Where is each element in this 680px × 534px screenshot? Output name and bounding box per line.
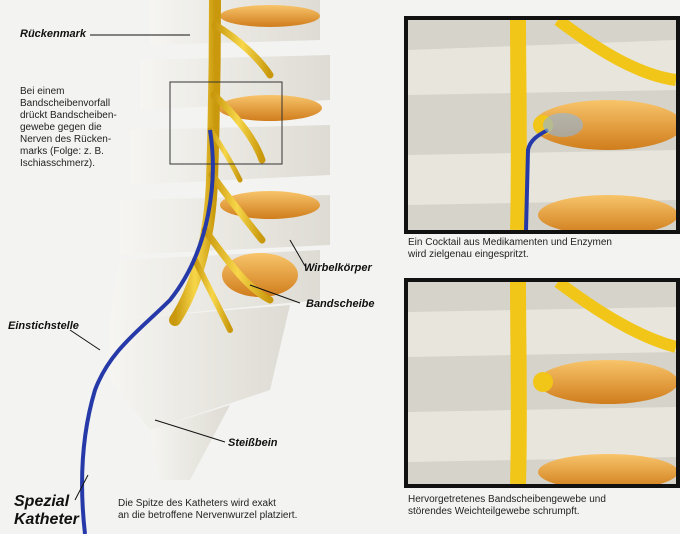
caption-line: Hervorgetretenes Bandscheibengewebe und (408, 494, 606, 506)
katheter-line1: Spezial (14, 493, 79, 511)
label-bandscheibe: Bandscheibe (306, 298, 374, 310)
detail-panel-top (404, 16, 680, 234)
caption-line: wird zielgenau eingespritzt. (408, 249, 612, 261)
label-wirbelkoerper: Wirbelkörper (304, 262, 372, 274)
callout-line: marks (Folge: z. B. (20, 146, 117, 158)
detail-panel-bottom (404, 278, 680, 488)
caption-line: an die betroffene Nervenwurzel platziert… (118, 510, 297, 522)
caption-line: störendes Weichteilgewebe schrumpft. (408, 506, 606, 518)
callout-text: Bei einem Bandscheibenvorfall drückt Ban… (20, 86, 117, 170)
callout-line: Bandscheibenvorfall (20, 98, 117, 110)
detail-bottom-illustration (408, 282, 676, 484)
callout-line: Nerven des Rücken- (20, 134, 117, 146)
callout-line: gewebe gegen die (20, 122, 117, 134)
katheter-line2: Katheter (14, 511, 79, 529)
caption-panel-top: Ein Cocktail aus Medikamenten und Enzyme… (408, 237, 612, 261)
caption-line: Ein Cocktail aus Medikamenten und Enzyme… (408, 237, 612, 249)
label-rueckenmark: Rückenmark (20, 28, 86, 40)
label-einstichstelle: Einstichstelle (8, 320, 79, 332)
callout-line: Bei einem (20, 86, 117, 98)
caption-panel-bottom: Hervorgetretenes Bandscheibengewebe und … (408, 494, 606, 518)
detail-top-illustration (408, 20, 676, 230)
callout-line: Ischiasschmerz). (20, 158, 117, 170)
label-spezial-katheter: Spezial Katheter (14, 493, 79, 529)
caption-line: Die Spitze des Katheters wird exakt (118, 498, 297, 510)
caption-bottom-center: Die Spitze des Katheters wird exakt an d… (118, 498, 297, 522)
callout-line: drückt Bandscheiben- (20, 110, 117, 122)
label-steissbein: Steißbein (228, 437, 278, 449)
